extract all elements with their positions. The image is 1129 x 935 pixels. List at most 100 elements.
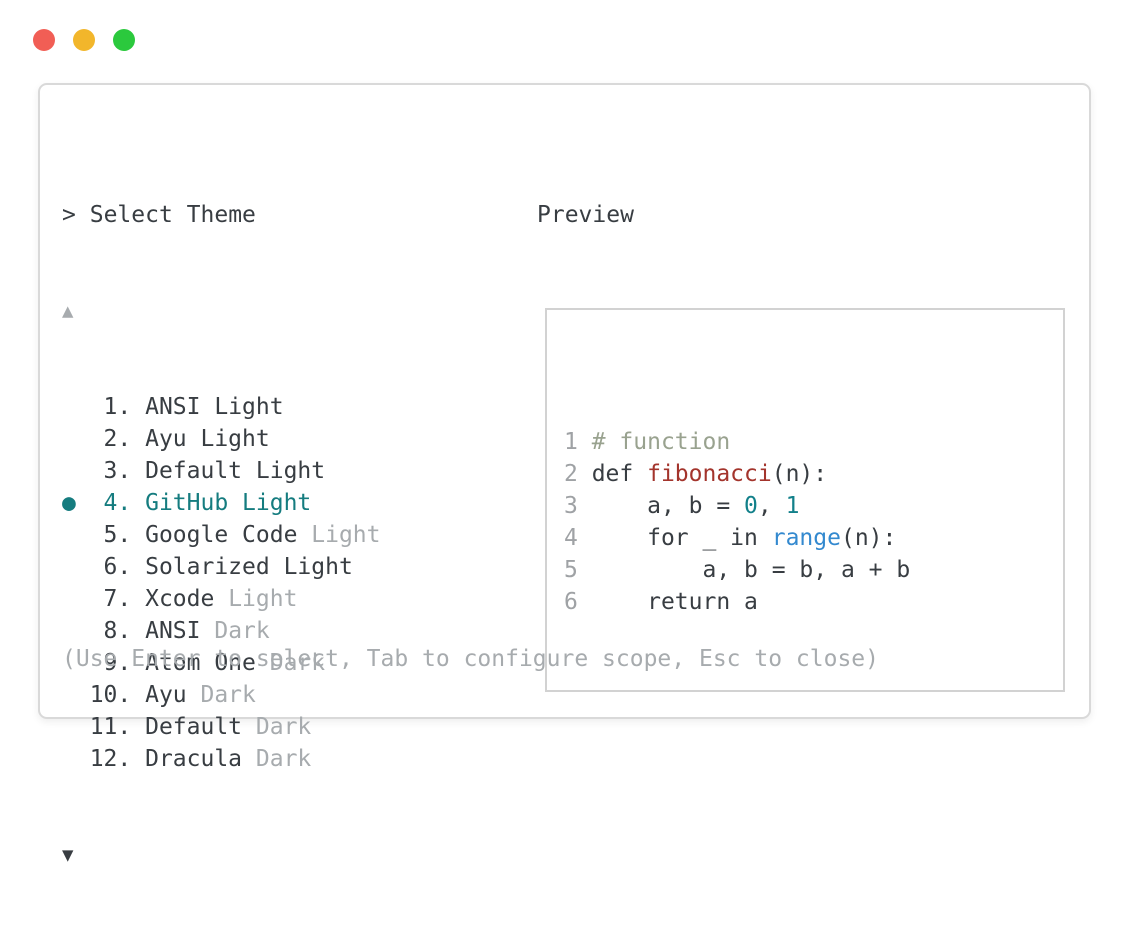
code-token: return a <box>591 589 758 615</box>
line-number: 1 <box>564 429 592 455</box>
theme-variant: Light <box>242 490 312 516</box>
theme-variant: Dark <box>214 618 270 644</box>
line-number: 4 <box>564 525 592 551</box>
code-token: a, b = <box>591 493 745 519</box>
marker-space <box>62 554 90 580</box>
code-line-5: 5 a, b = b, a + b <box>564 554 1063 586</box>
theme-name: Default <box>145 458 256 484</box>
theme-variant: Light <box>214 394 284 420</box>
prompt-symbol: > <box>62 202 76 228</box>
theme-list: 1. ANSI Light 2. Ayu Light 3. Default Li… <box>62 391 381 775</box>
theme-option-ansi-dark[interactable]: 8. ANSI Dark <box>62 615 381 647</box>
code-blank-line <box>564 682 1063 690</box>
theme-list-panel: > Select Theme ▲ 1. ANSI Light 2. Ayu Li… <box>62 135 381 935</box>
code-token: (n): <box>840 525 897 551</box>
theme-number: 11. <box>89 714 146 740</box>
theme-number: 5. <box>89 522 146 548</box>
code-token: 1 <box>785 493 800 519</box>
code-line-6: 6 return a <box>564 586 1063 618</box>
selected-dot-icon: ● <box>62 490 90 516</box>
marker-space <box>62 426 90 452</box>
minimize-window-button[interactable] <box>73 29 95 51</box>
theme-option-ayu-dark[interactable]: 10. Ayu Dark <box>62 679 381 711</box>
theme-name: ANSI <box>145 618 215 644</box>
theme-option-xcode-light[interactable]: 7. Xcode Light <box>62 583 381 615</box>
line-number: 2 <box>564 461 592 487</box>
theme-variant: Dark <box>200 682 256 708</box>
code-token: , <box>757 493 786 519</box>
theme-option-ansi-light[interactable]: 1. ANSI Light <box>62 391 381 423</box>
theme-name: GitHub <box>145 490 243 516</box>
theme-option-solarized-light[interactable]: 6. Solarized Light <box>62 551 381 583</box>
theme-variant: Light <box>200 426 270 452</box>
maximize-window-button[interactable] <box>113 29 135 51</box>
theme-number: 7. <box>89 586 146 612</box>
theme-variant: Light <box>228 586 298 612</box>
line-number: 3 <box>564 493 592 519</box>
code-token: for _ in <box>591 525 772 551</box>
marker-space <box>62 746 90 772</box>
close-window-button[interactable] <box>33 29 55 51</box>
code-token: range <box>771 525 841 551</box>
theme-variant: Light <box>311 522 381 548</box>
theme-name: Atom One <box>145 650 270 676</box>
theme-variant: Light <box>283 554 353 580</box>
line-number: 6 <box>564 589 592 615</box>
marker-space <box>62 458 90 484</box>
code-token: fibonacci <box>647 461 772 487</box>
theme-option-default-light[interactable]: 3. Default Light <box>62 455 381 487</box>
code-line-1: 1 # function <box>564 426 1063 458</box>
theme-picker-window: > Select Theme ▲ 1. ANSI Light 2. Ayu Li… <box>38 83 1091 866</box>
marker-space <box>62 586 90 612</box>
theme-number: 4. <box>89 490 146 516</box>
theme-name: Solarized <box>145 554 284 580</box>
theme-name: Google Code <box>145 522 312 548</box>
theme-number: 12. <box>89 746 146 772</box>
theme-name: Ayu <box>145 426 201 452</box>
theme-number: 1. <box>89 394 146 420</box>
line-number: 5 <box>564 557 592 583</box>
code-line-4: 4 for _ in range(n): <box>564 522 1063 554</box>
theme-name: ANSI <box>145 394 215 420</box>
marker-space <box>62 522 90 548</box>
theme-variant: Dark <box>255 714 312 740</box>
theme-name: Xcode <box>145 586 229 612</box>
theme-number: 9. <box>89 650 146 676</box>
theme-option-dracula-dark[interactable]: 12. Dracula Dark <box>62 743 381 775</box>
code-line-3: 3 a, b = 0, 1 <box>564 490 1063 522</box>
code-token: a, b = b, a + b <box>591 557 911 583</box>
theme-number: 8. <box>89 618 146 644</box>
theme-name: Dracula <box>145 746 256 772</box>
theme-name: Ayu <box>145 682 201 708</box>
marker-space <box>62 618 90 644</box>
scroll-up-icon[interactable]: ▲ <box>62 300 74 322</box>
theme-option-default-dark[interactable]: 11. Default Dark <box>62 711 381 743</box>
theme-variant: Light <box>255 458 326 484</box>
marker-space <box>62 394 90 420</box>
theme-number: 2. <box>89 426 146 452</box>
window-controls <box>33 29 135 51</box>
theme-number: 6. <box>89 554 146 580</box>
marker-space <box>62 682 90 708</box>
theme-name: Default <box>145 714 256 740</box>
theme-option-ayu-light[interactable]: 2. Ayu Light <box>62 423 381 455</box>
marker-space <box>62 714 90 740</box>
prompt-row: > Select Theme <box>62 199 381 231</box>
preview-label: Preview <box>537 202 634 228</box>
theme-variant: Dark <box>255 746 312 772</box>
theme-option-google-code-light[interactable]: 5. Google Code Light <box>62 519 381 551</box>
theme-option-github-light[interactable]: ● 4. GitHub Light <box>62 487 381 519</box>
code-line-2: 2 def fibonacci(n): <box>564 458 1063 490</box>
theme-option-atom-one-dark[interactable]: 9. Atom One Dark <box>62 647 381 679</box>
scroll-down-icon[interactable]: ▼ <box>62 844 74 866</box>
theme-number: 3. <box>89 458 146 484</box>
code-token: def <box>591 461 648 487</box>
keyboard-hint: (Use Enter to select, Tab to configure s… <box>62 646 879 672</box>
code-token: 0 <box>744 493 758 519</box>
theme-variant: Dark <box>269 650 326 676</box>
code-token: # function <box>591 429 731 455</box>
dialog-title: Select Theme <box>89 202 256 228</box>
